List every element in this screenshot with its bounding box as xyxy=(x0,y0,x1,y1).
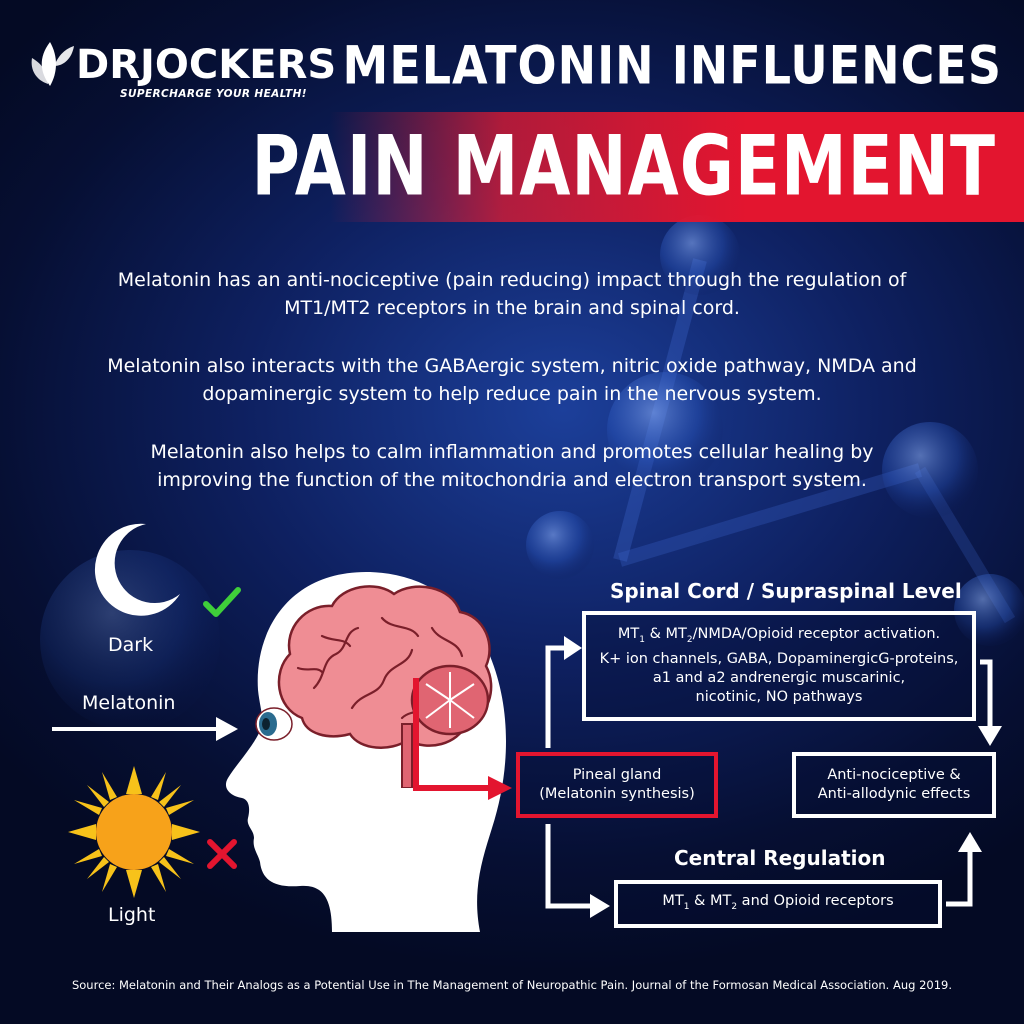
title-red-band xyxy=(330,112,1024,222)
title-line-1: MELATONIN INFLUENCES xyxy=(342,34,1002,97)
sun-icon xyxy=(68,766,200,898)
source-citation: Source: Melatonin and Their Analogs as a… xyxy=(71,978,953,992)
spinal-box: MT1 & MT2/NMDA/Opioid receptor activatio… xyxy=(582,611,976,721)
leaf-logo-icon xyxy=(31,42,74,86)
paragraph-3: Melatonin also helps to calm inflammatio… xyxy=(150,441,874,491)
eye-icon xyxy=(255,707,293,741)
brain-icon xyxy=(277,585,493,788)
central-heading: Central Regulation xyxy=(674,846,886,870)
paragraph-1: Melatonin has an anti-nociceptive (pain … xyxy=(117,269,907,319)
check-icon xyxy=(203,587,241,617)
light-label: Light xyxy=(108,904,156,926)
effects-box: Anti-nociceptive & Anti-allodynic effect… xyxy=(792,752,996,818)
central-box: MT1 & MT2 and Opioid receptors xyxy=(614,880,942,928)
logo-name: DRJOCKERS xyxy=(76,42,337,88)
cross-icon xyxy=(207,839,237,869)
pineal-arrow xyxy=(413,678,512,800)
paragraph-2: Melatonin also interacts with the GABAer… xyxy=(107,355,917,405)
melatonin-arrow xyxy=(52,717,238,741)
moon-icon xyxy=(94,523,180,616)
dark-label: Dark xyxy=(108,634,154,656)
title-line-2: PAIN MANAGEMENT xyxy=(251,118,996,215)
melatonin-label: Melatonin xyxy=(82,692,176,714)
spinal-heading: Spinal Cord / Supraspinal Level xyxy=(610,579,962,603)
pineal-box: Pineal gland (Melatonin synthesis) xyxy=(516,752,718,818)
logo-tagline: SUPERCHARGE YOUR HEALTH! xyxy=(120,88,307,100)
